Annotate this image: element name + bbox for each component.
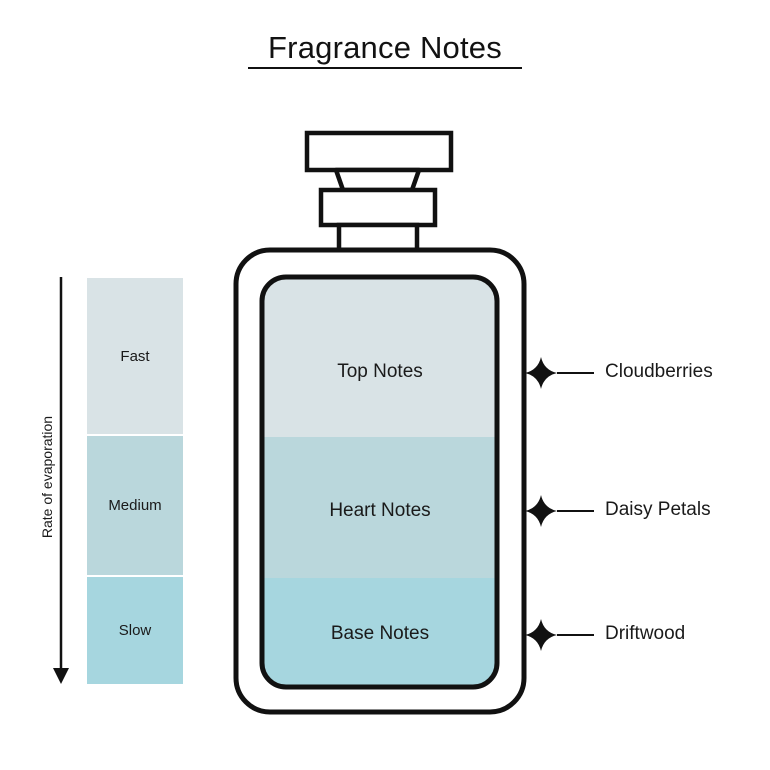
bottle-cap-band <box>318 187 438 228</box>
top-notes-label: Top Notes <box>337 361 423 382</box>
rate-slow-label: Slow <box>118 622 152 639</box>
top-notes-layer <box>262 277 497 437</box>
bottle-cap-taper <box>333 167 422 193</box>
ingredient-label-cloudberries: Cloudberries <box>605 361 713 382</box>
rate-fast-label: Fast <box>120 347 150 365</box>
diagram-title: Fragrance Notes <box>268 30 502 65</box>
base-notes-label: Base Notes <box>330 623 430 644</box>
base-notes-layer <box>262 578 497 687</box>
evaporation-axis-label: Rate of evaporation <box>39 415 55 539</box>
title-underline <box>248 67 522 69</box>
heart-notes-layer <box>262 437 497 578</box>
ingredient-label-driftwood: Driftwood <box>605 623 686 644</box>
rate-fast-box: Fast <box>87 278 183 434</box>
sparkle-marker-3 <box>525 619 594 651</box>
ingredient-label-daisy-petals: Daisy Petals <box>605 499 711 520</box>
sparkle-icon <box>525 619 557 651</box>
bottle-inner-outline <box>259 274 500 690</box>
bottle-cap-top <box>304 130 454 173</box>
sparkle-marker-2 <box>525 495 594 527</box>
rate-slow-box: Slow <box>87 577 183 684</box>
rate-medium-label: Medium <box>108 497 162 514</box>
heart-notes-label: Heart Notes <box>329 500 431 521</box>
sparkle-marker-1 <box>525 357 594 389</box>
evaporation-arrow-head <box>53 668 69 684</box>
rate-medium-box: Medium <box>87 436 183 575</box>
sparkle-icon <box>525 357 557 389</box>
sparkle-icon <box>525 495 557 527</box>
